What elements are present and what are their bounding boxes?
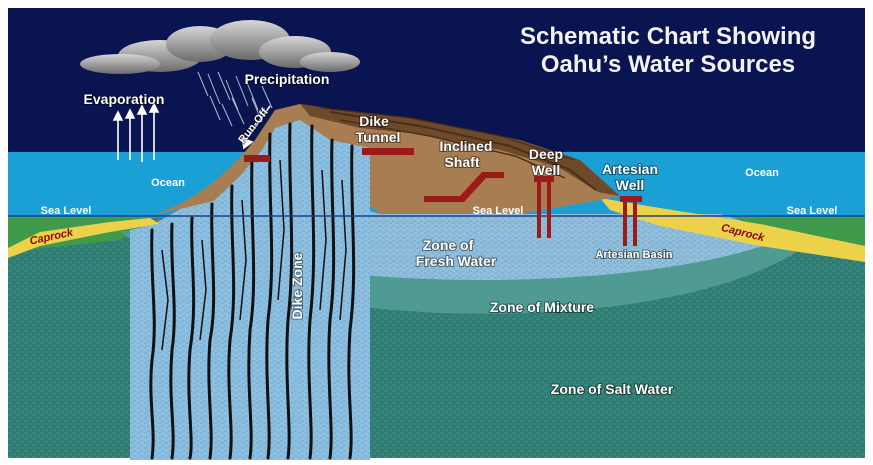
- label-zone-of-salt-water: Zone of Salt Water: [551, 381, 674, 397]
- caprock-right: [600, 198, 865, 262]
- water-infrastructure: [244, 148, 642, 246]
- label-dike-zone: Dike Zone: [289, 252, 305, 319]
- artesian-well-cap: [620, 196, 642, 202]
- run-off-arrow: [240, 105, 271, 150]
- inclined-shaft-pipe: [424, 172, 504, 202]
- label-deep-well-2: Well: [532, 162, 561, 178]
- deep-well-pipe-1: [537, 178, 541, 238]
- label-artesian-basin: Artesian Basin: [595, 249, 672, 261]
- label-fresh-water-1: Zone of: [423, 237, 474, 253]
- label-inclined-shaft-2: Shaft: [445, 154, 480, 170]
- rain-icon: [197, 71, 273, 127]
- label-fresh-water-2: Fresh Water: [416, 253, 497, 269]
- label-deep-well-1: Deep: [529, 146, 563, 162]
- artesian-well-pipe-2: [633, 198, 637, 246]
- dike-zone: [130, 120, 370, 460]
- diagram-title-line1: Schematic Chart Showing: [520, 23, 816, 50]
- label-sea-level-right: Sea Level: [787, 205, 838, 217]
- label-ocean-right: Ocean: [745, 167, 779, 179]
- label-dike-tunnel-1: Dike: [359, 113, 389, 129]
- label-dike-tunnel-2: Tunnel: [356, 129, 401, 145]
- cloud-icon: [80, 20, 360, 74]
- caprock-left: [8, 218, 160, 258]
- label-sea-level-center: Sea Level: [473, 205, 524, 217]
- diagram-title-line2: Oahu’s Water Sources: [541, 51, 795, 78]
- label-zone-of-mixture: Zone of Mixture: [490, 299, 594, 315]
- label-artesian-well-1: Artesian: [602, 161, 658, 177]
- label-sea-level-left: Sea Level: [41, 205, 92, 217]
- label-ocean-left: Ocean: [151, 177, 185, 189]
- deep-well-cap: [534, 176, 554, 182]
- label-evaporation: Evaporation: [84, 91, 165, 107]
- evaporation-arrows: [112, 102, 160, 162]
- label-inclined-shaft-1: Inclined: [440, 138, 493, 154]
- artesian-well-pipe-1: [623, 198, 627, 246]
- label-artesian-well-2: Well: [616, 177, 645, 193]
- small-tunnel: [244, 155, 270, 162]
- label-precipitation: Precipitation: [245, 71, 330, 87]
- dike-tunnel-pipe: [362, 148, 414, 155]
- deep-well-pipe-2: [547, 178, 551, 238]
